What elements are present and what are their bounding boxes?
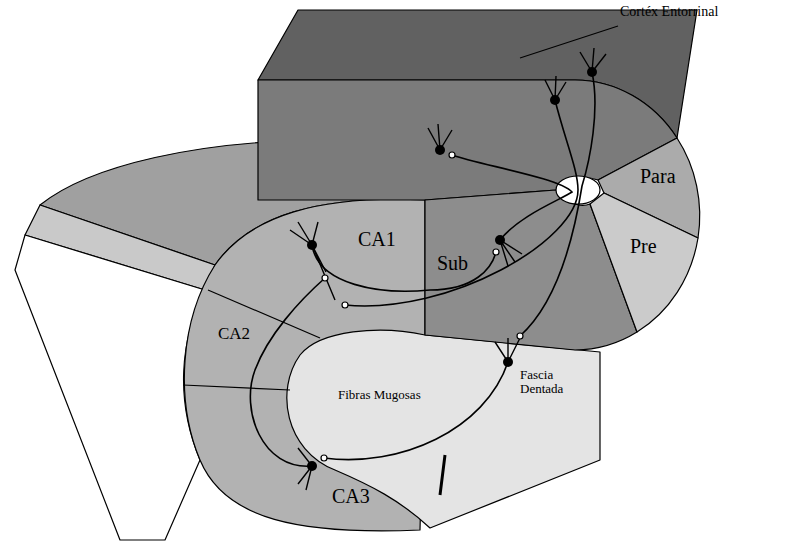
ca1-axon [312,245,496,291]
synapse-terminal [517,333,523,339]
region-label: CA3 [332,485,370,507]
dentate-region [287,330,600,528]
dendrite [500,240,522,266]
schaffer-collateral [250,278,325,466]
synapse-terminal [321,455,327,461]
regions [15,10,700,540]
presubiculum-region [590,193,698,332]
synapse-terminal [342,302,348,308]
terminals [321,152,523,461]
synapse-terminal [493,249,499,255]
neuron [307,240,317,250]
neuron [550,95,560,105]
region-label: Cortéx Entorrinal [620,4,718,19]
neuron [307,461,317,471]
ca2-ca3-border [183,385,290,390]
dendrites [290,48,606,490]
neuron [435,145,445,155]
neuron [587,67,597,77]
ca3-dentate-border [440,455,445,495]
region-label: Fibras Mugosas [338,388,421,402]
dendrite [290,222,335,300]
region-label: CA1 [358,228,396,250]
region-label: CA2 [218,325,250,344]
temporoammonic-path [345,100,578,306]
region-label: Fascia Dentada [520,368,580,397]
axons [250,26,618,466]
region-label: Sub [437,252,468,274]
neuron [495,235,505,245]
subiculum-axon [452,155,572,240]
slab-cut-face [15,235,205,540]
synapse-terminal [322,275,328,281]
cell-bodies [307,67,597,471]
region-label: Pre [630,235,657,257]
region-label: Para [640,165,676,187]
synapse-terminal [449,152,455,158]
neuron [503,357,513,367]
mossy-fiber [324,362,508,460]
label-leader [520,26,618,58]
